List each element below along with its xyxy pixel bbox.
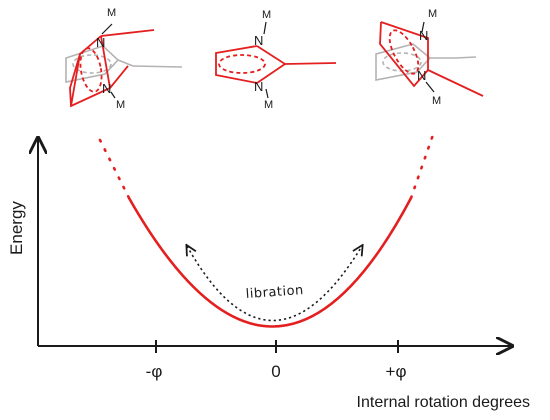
- libration-arc: [187, 246, 362, 322]
- potential-curve: [98, 130, 436, 328]
- molecule-right: M N N M: [375, 8, 484, 107]
- ring-center: [215, 45, 337, 84]
- curve-dotted-left: [98, 138, 131, 200]
- x-axis-label: Internal rotation degrees: [357, 394, 530, 411]
- curve-dotted-right: [409, 130, 436, 200]
- metal-label: M: [428, 8, 437, 20]
- curve-solid: [127, 196, 413, 328]
- metal-bond-center: [263, 21, 269, 99]
- ring-left: [69, 29, 155, 108]
- nitrogen-label: N: [417, 68, 426, 83]
- tick-label-plus-phi: +φ: [386, 362, 407, 381]
- nitrogen-label: N: [419, 28, 428, 43]
- ghost-ring-left: [65, 45, 183, 83]
- metal-bond-left: [101, 23, 116, 99]
- metal-bond-right: [421, 21, 435, 93]
- libration-label: libration: [245, 283, 304, 302]
- nitrogen-label: N: [254, 79, 263, 94]
- y-axis-label: Energy: [7, 201, 26, 255]
- metal-label: M: [116, 99, 125, 111]
- nitrogen-label: N: [254, 33, 263, 48]
- metal-label: M: [262, 9, 271, 21]
- ring-right: [379, 21, 484, 97]
- metal-label: M: [432, 95, 441, 107]
- libration-arrow: libration: [187, 246, 362, 322]
- molecule-left: M N N M: [65, 7, 183, 111]
- tick-label-zero: 0: [271, 362, 280, 381]
- axes: Energy Internal rotation degrees -φ 0 +φ: [7, 138, 530, 411]
- nitrogen-label: N: [96, 35, 105, 50]
- metal-label: M: [107, 7, 116, 19]
- nitrogen-label: N: [102, 81, 111, 96]
- metal-label: M: [264, 99, 273, 111]
- molecule-center: M N N M: [215, 9, 337, 111]
- tick-label-minus-phi: -φ: [146, 362, 163, 381]
